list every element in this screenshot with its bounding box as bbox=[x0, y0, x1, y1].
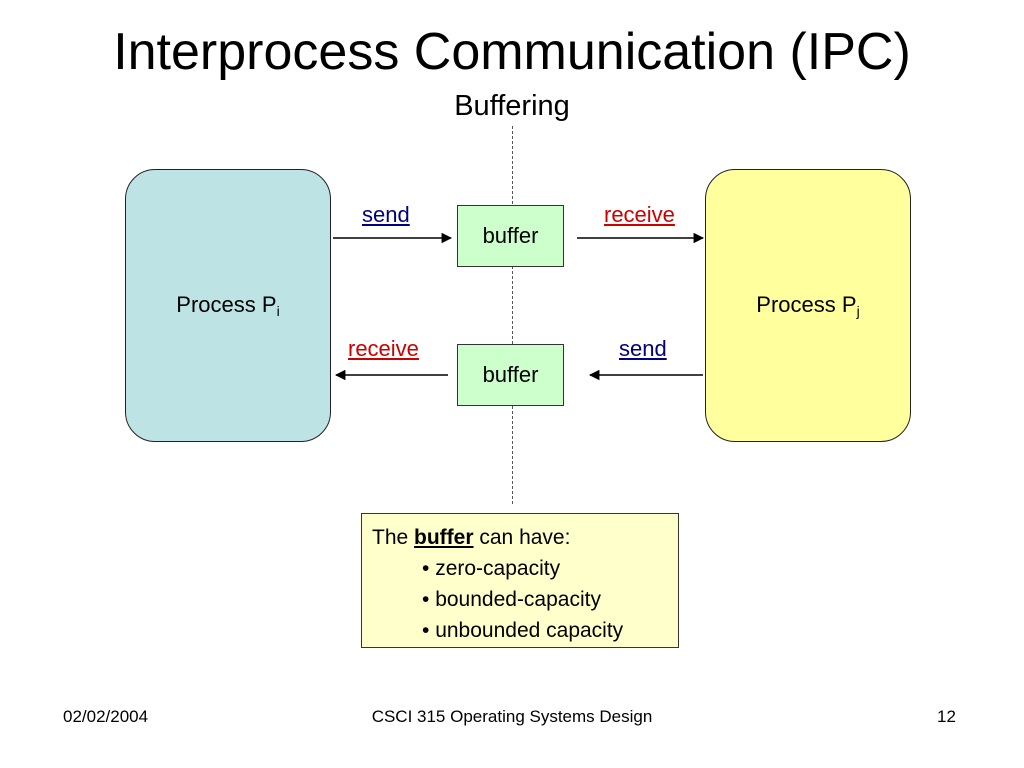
footer-page-number: 12 bbox=[937, 707, 956, 726]
note-item: • unbounded capacity bbox=[422, 619, 624, 642]
slide-subtitle: Buffering bbox=[454, 90, 570, 122]
dashed-divider bbox=[512, 126, 513, 504]
buffer-note-box: The buffer can have: • zero-capacity • b… bbox=[361, 513, 679, 648]
process-pj-box: Process Pj bbox=[705, 169, 911, 442]
buffer-bottom: buffer bbox=[457, 344, 564, 406]
process-pi-box: Process Pi bbox=[125, 169, 331, 442]
receive-label-bottom: receive bbox=[348, 336, 419, 361]
slide-title: Interprocess Communication (IPC) bbox=[113, 23, 911, 81]
process-pi-label: Process Pi bbox=[176, 292, 280, 319]
note-heading: The buffer can have: bbox=[372, 526, 571, 549]
footer-course: CSCI 315 Operating Systems Design bbox=[371, 707, 653, 726]
note-item: • zero-capacity bbox=[422, 557, 561, 580]
footer-date: 02/02/2004 bbox=[63, 707, 149, 726]
send-label-bottom: send bbox=[619, 336, 667, 361]
note-item: • bounded-capacity bbox=[422, 588, 601, 611]
note-list: • zero-capacity • bounded-capacity • unb… bbox=[372, 553, 668, 646]
receive-label-top: receive bbox=[604, 202, 675, 227]
process-pj-label: Process Pj bbox=[756, 292, 860, 319]
send-label-top: send bbox=[362, 202, 410, 227]
buffer-top: buffer bbox=[457, 205, 564, 267]
